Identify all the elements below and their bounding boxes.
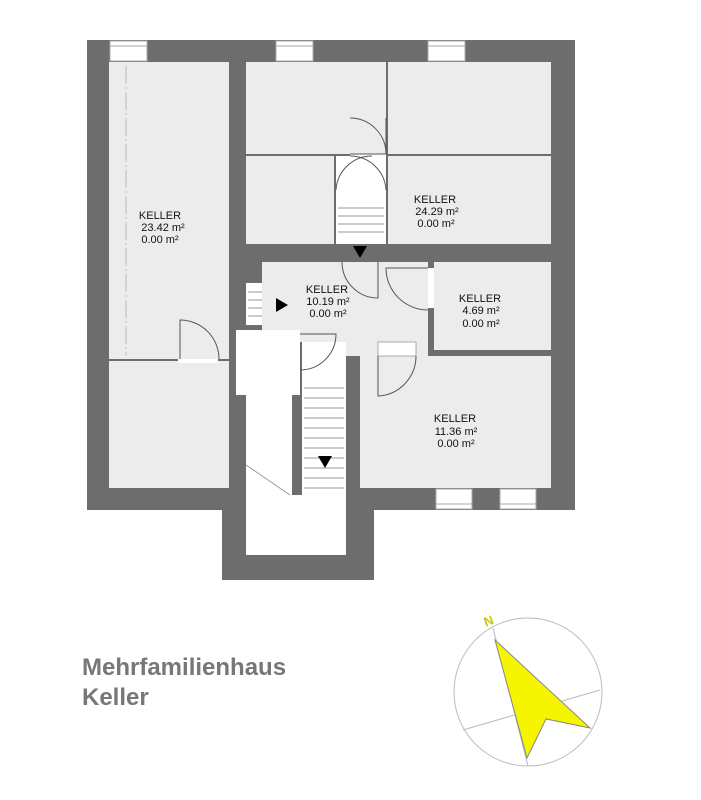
window-5	[499, 488, 537, 510]
room-mid-center	[246, 156, 334, 244]
compass-needle-icon	[494, 638, 592, 760]
title-floor: Keller	[82, 684, 149, 711]
room-small-east	[434, 262, 551, 350]
corridor-left	[236, 330, 300, 395]
doors	[178, 117, 434, 397]
arrow-right-west-icon	[276, 298, 288, 312]
room-north-center	[246, 62, 386, 154]
stair-west-small	[246, 283, 262, 325]
window-1	[109, 40, 148, 62]
stair-north	[336, 200, 386, 244]
room-3-area2: 0.00 m²	[309, 308, 347, 320]
title-building: Mehrfamilienhaus	[82, 654, 287, 681]
room-west-upper	[109, 62, 229, 359]
room-1-name: KELLER	[139, 210, 181, 222]
room-hall	[262, 262, 428, 342]
room-north-east	[388, 62, 551, 154]
rooms	[109, 62, 551, 488]
room-3-name: KELLER	[306, 284, 348, 296]
windows	[109, 40, 537, 510]
room-2-name: KELLER	[414, 194, 456, 206]
window-2	[275, 40, 314, 62]
room-4-area2: 0.00 m²	[462, 318, 500, 330]
stair-north-landing	[336, 156, 386, 200]
window-3	[427, 40, 466, 62]
door-gap-hall-east	[428, 268, 434, 308]
room-south-east	[360, 356, 551, 488]
stair-arrows	[276, 246, 367, 468]
stair-main	[302, 342, 346, 510]
room-mid-east	[388, 156, 551, 244]
room-5-name: KELLER	[434, 413, 476, 425]
stairs	[236, 156, 386, 555]
room-labels: KELLER 23.42 m² 0.00 m² KELLER 24.29 m² …	[139, 194, 501, 450]
room-4-area: 4.69 m²	[462, 305, 500, 317]
room-1-area: 23.42 m²	[141, 222, 185, 234]
room-5-area2: 0.00 m²	[437, 438, 475, 450]
stair-treads	[245, 207, 384, 496]
room-3-area: 10.19 m²	[306, 296, 350, 308]
room-west-lower	[109, 361, 229, 488]
door-gap-west	[178, 359, 218, 363]
compass-north-label: N	[482, 612, 496, 629]
corridor-shaft	[246, 395, 292, 495]
room-2-area: 24.29 m²	[415, 206, 459, 218]
room-1-area2: 0.00 m²	[141, 234, 179, 246]
room-2-area2: 0.00 m²	[417, 218, 455, 230]
room-5-area: 11.36 m²	[435, 426, 478, 438]
compass: N	[453, 612, 603, 767]
door-gap-south-east	[377, 341, 417, 357]
arrow-down-main-icon	[318, 456, 332, 468]
arrow-down-north-icon	[353, 246, 367, 258]
window-4	[435, 488, 473, 510]
room-4-name: KELLER	[459, 293, 501, 305]
stair-tower	[246, 495, 346, 555]
